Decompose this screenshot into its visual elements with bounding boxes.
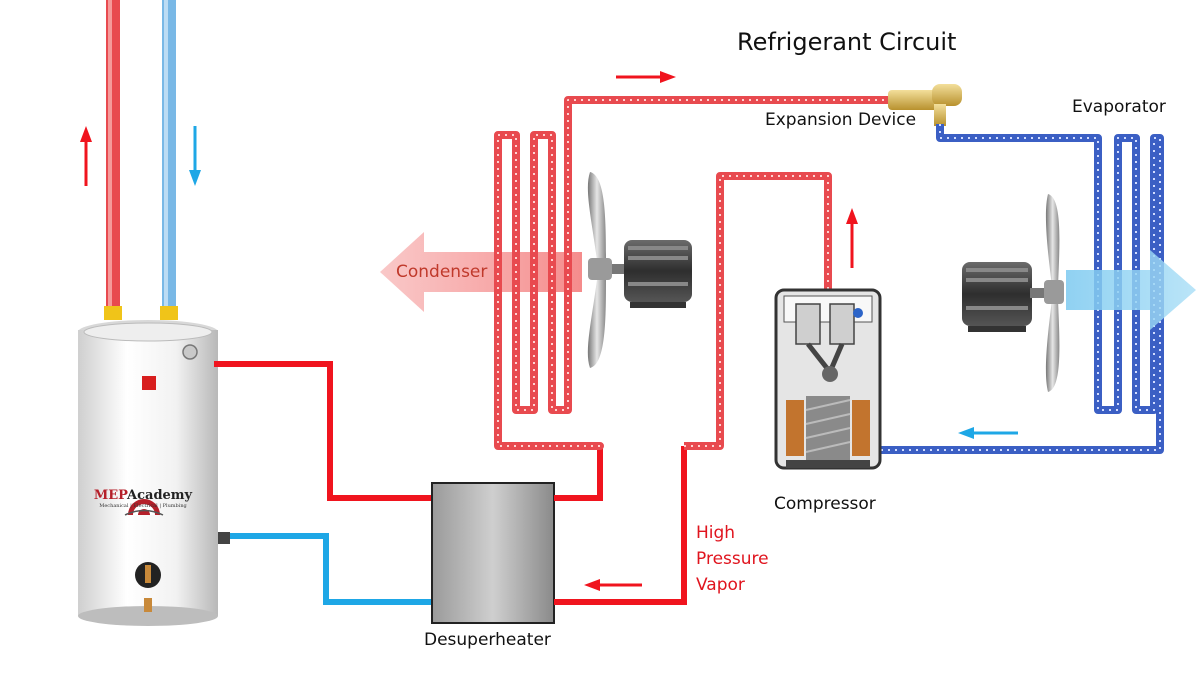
logo-tagline: Mechanical | Electrical | Plumbing <box>99 503 187 509</box>
domestic-cold-water-pipe <box>160 0 178 320</box>
logo-brand-prefix: MEP <box>93 488 128 503</box>
water-heater-tank <box>78 320 230 626</box>
hot-water-return-line <box>214 361 432 501</box>
compressor-label: Compressor <box>774 494 876 514</box>
expansion-device-icon <box>888 84 962 126</box>
evaporator-coil <box>880 124 1164 454</box>
hpv-line-3: Vapor <box>696 575 745 595</box>
condenser-flow-arrow <box>616 71 676 83</box>
evaporator-air-arrow <box>1066 250 1196 330</box>
tank-indicator-light <box>142 376 156 390</box>
compressor-icon <box>774 288 882 470</box>
desuperheater-to-condenser-line <box>554 446 603 501</box>
hot-water-up-arrow <box>80 126 92 186</box>
domestic-hot-water-pipe <box>104 0 122 320</box>
compressor-discharge-line <box>684 172 832 450</box>
mep-academy-logo-icon <box>124 499 164 516</box>
desuperheater <box>431 482 555 624</box>
evaporator-fan-icon <box>1030 194 1064 392</box>
vapor-flow-left-arrow <box>584 579 642 591</box>
expansion-device-label: Expansion Device <box>765 110 917 130</box>
condenser-motor-icon <box>624 240 692 308</box>
hpv-line-2: Pressure <box>696 549 769 569</box>
condenser-fan-icon <box>587 172 626 368</box>
high-pressure-vapor-label: High Pressure Vapor <box>696 520 769 598</box>
hpv-line-1: High <box>696 523 736 543</box>
tank-valve <box>182 344 198 360</box>
cold-water-down-arrow <box>189 126 201 186</box>
condenser-coil <box>494 96 894 450</box>
diagram-title: Refrigerant Circuit <box>737 28 957 56</box>
evaporator-motor-icon <box>962 262 1032 332</box>
evaporator-label: Evaporator <box>1072 97 1166 117</box>
suction-flow-arrow <box>958 427 1018 439</box>
mep-academy-logo: MEPAcademy Mechanical | Electrical | Plu… <box>86 488 200 509</box>
logo-wordmark: MEPAcademy <box>86 488 200 503</box>
condenser-label: Condenser <box>396 262 488 282</box>
drain-valve <box>144 598 152 612</box>
cold-water-supply-line <box>230 533 432 605</box>
high-pressure-vapor-line <box>554 446 687 605</box>
desuperheater-label: Desuperheater <box>424 630 551 650</box>
discharge-up-arrow <box>846 208 858 268</box>
logo-brand-suffix: Academy <box>127 488 193 503</box>
